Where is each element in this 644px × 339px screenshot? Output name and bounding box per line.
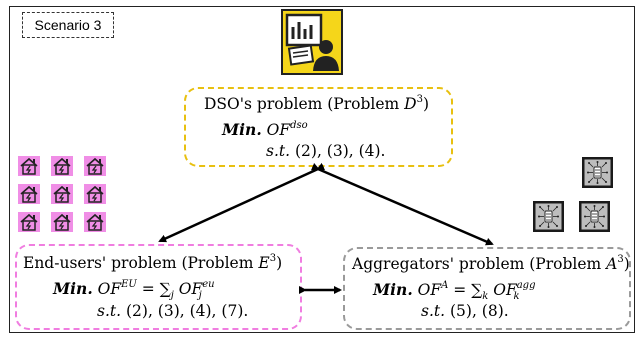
dso-problem-box: DSO's problem (Problem D3) Min. OFdso s.… — [184, 87, 453, 167]
dso-objective: Min. OFdso — [222, 119, 308, 139]
end-user-homes-grid — [18, 156, 118, 236]
dso-constraints: s.t. (2), (3), (4). — [266, 142, 386, 160]
smart-home-icon — [18, 212, 40, 232]
aggregator-server-icon — [578, 200, 611, 233]
smart-home-icon — [51, 212, 73, 232]
aggregator-server-icon — [532, 200, 565, 233]
smart-home-icon — [84, 184, 106, 204]
diagram-frame — [9, 6, 635, 333]
scenario-label: Scenario 3 — [22, 12, 114, 38]
smart-home-icon — [18, 184, 40, 204]
smart-home-icon — [84, 156, 106, 176]
smart-home-icon — [51, 156, 73, 176]
end-users-constraints: s.t. (2), (3), (4), (7). — [97, 302, 249, 320]
aggregators-problem-box: Aggregators' problem (Problem A3) Min. O… — [343, 247, 631, 330]
smart-home-icon — [84, 212, 106, 232]
dso-title: DSO's problem (Problem D3) — [204, 94, 430, 114]
smart-home-icon — [18, 156, 40, 176]
end-users-problem-box: End-users' problem (Problem E3) Min. OFE… — [15, 244, 302, 330]
smart-home-icon — [51, 184, 73, 204]
aggregators-constraints: s.t. (5), (8). — [421, 302, 509, 320]
end-users-objective: Min. OFEU = ∑j OFeuj — [53, 278, 215, 302]
aggregator-server-icon — [581, 156, 614, 189]
end-users-title: End-users' problem (Problem E3) — [23, 253, 283, 273]
aggregators-objective: Min. OFA = ∑k OFaggk — [373, 279, 536, 303]
aggregators-title: Aggregators' problem (Problem A3) — [352, 254, 630, 274]
operator-monitor-icon — [281, 9, 343, 75]
